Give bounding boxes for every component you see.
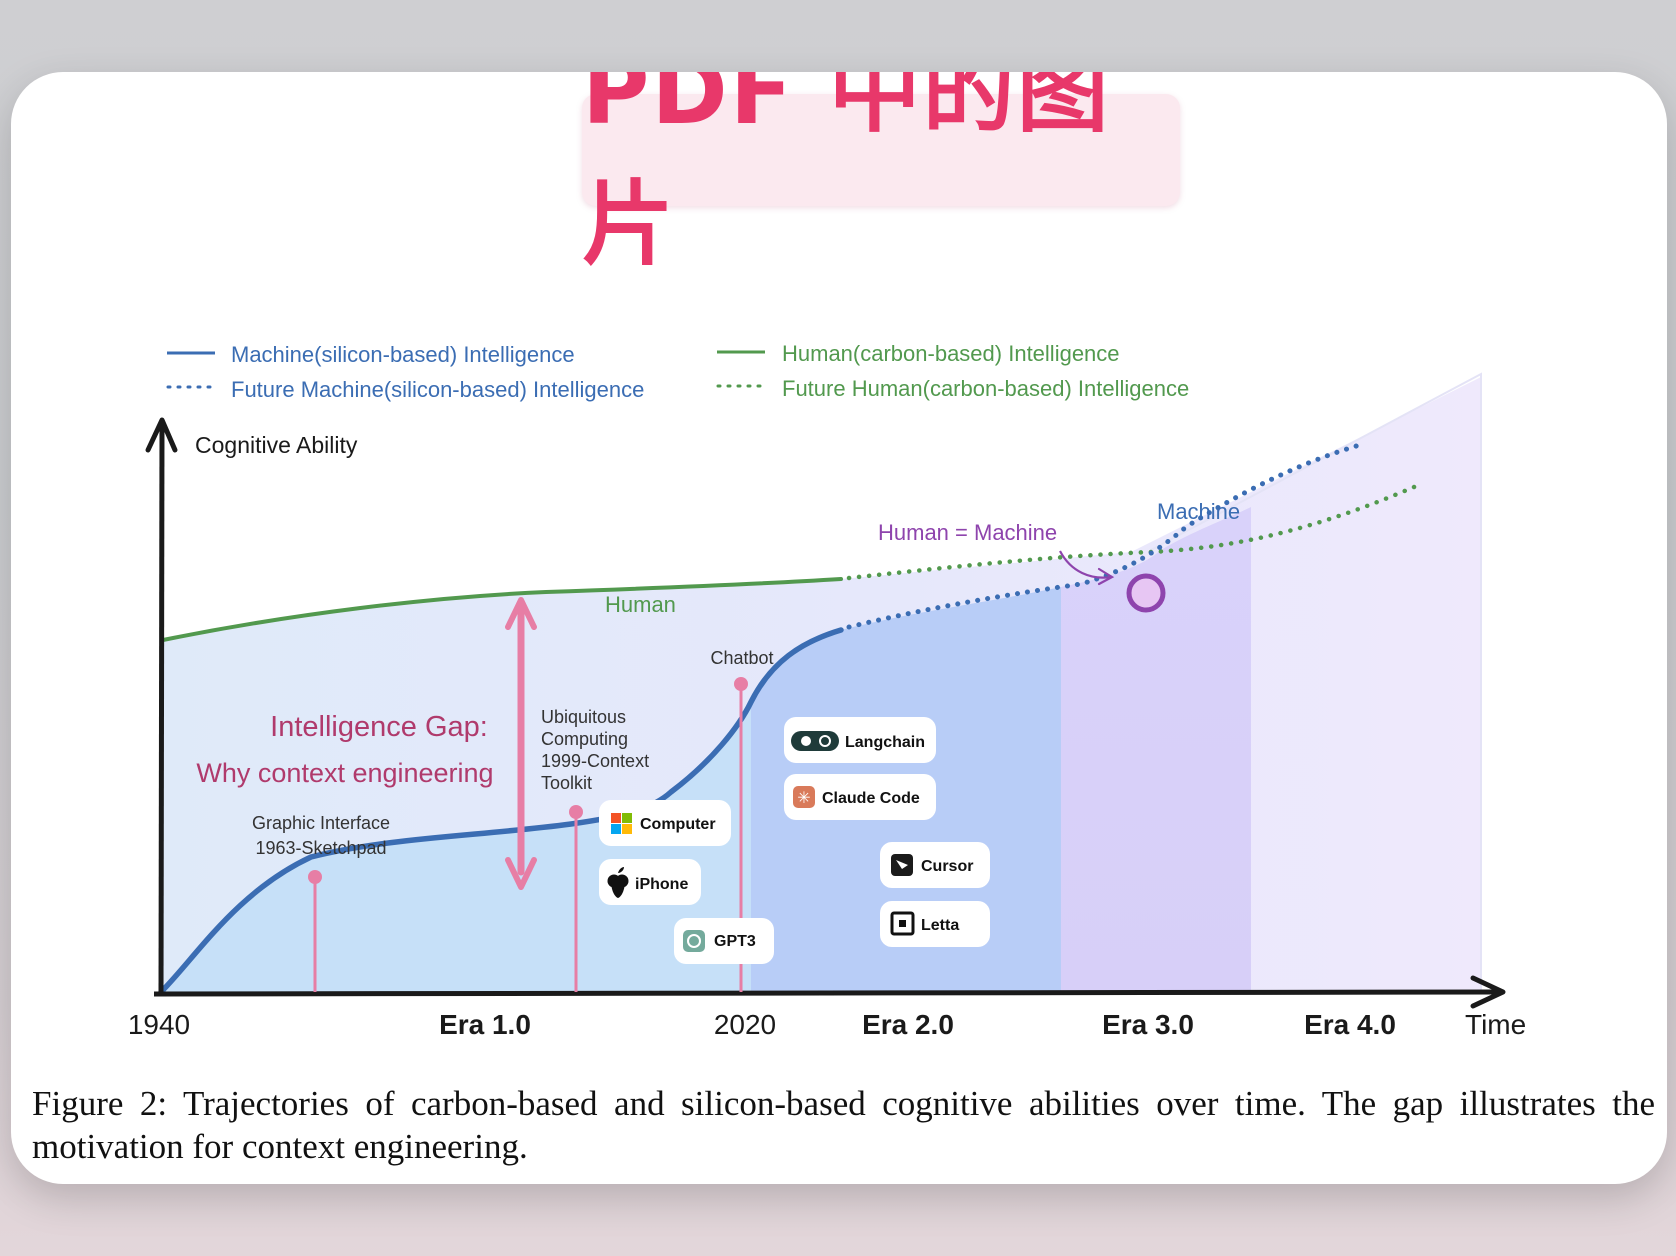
- chip-iphone-label: iPhone: [635, 876, 688, 893]
- chip-langchain: Langchain: [784, 717, 936, 763]
- chip-iphone: iPhone: [599, 859, 701, 905]
- x-tick-era-1: Era 1.0: [439, 1009, 531, 1040]
- chip-cursor: Cursor: [880, 842, 990, 888]
- x-tick-1940: 1940: [128, 1009, 190, 1040]
- machine-future-curve: [846, 441, 1366, 630]
- human-equals-machine-label: Human = Machine: [878, 520, 1057, 545]
- langchain-icon: [791, 731, 839, 751]
- apple-icon: [607, 867, 629, 898]
- chip-gpt3: GPT3: [674, 918, 774, 964]
- context-engineering-diagram: Machine(silicon-based) Intelligence Futu…: [128, 341, 1526, 1040]
- legend-future-human: Future Human(carbon-based) Intelligence: [782, 376, 1189, 401]
- chip-claude-code-label: Claude Code: [822, 790, 920, 807]
- ubiquitous-label-line-2: Computing: [541, 729, 628, 749]
- x-axis-arrow: [1470, 975, 1506, 1009]
- human-label: Human: [605, 592, 676, 617]
- chatbot-label: Chatbot: [710, 648, 773, 668]
- gap-subtitle: Why context engineering: [196, 758, 493, 788]
- chip-computer: Computer: [599, 800, 731, 846]
- figure-caption: Figure 2: Trajectories of carbon-based a…: [32, 1084, 1655, 1166]
- ubiquitous-label-line-1: Ubiquitous: [541, 707, 626, 727]
- legend-machine: Machine(silicon-based) Intelligence: [231, 342, 575, 367]
- human-curve: [161, 577, 843, 642]
- ubiquitous-label-line-4: Toolkit: [541, 773, 592, 793]
- wedge-outline: [1150, 372, 1482, 992]
- chip-letta-label: Letta: [921, 917, 959, 934]
- x-tick-era-4: Era 4.0: [1304, 1009, 1396, 1040]
- openai-icon: [683, 930, 705, 952]
- intersection-pointer-arrow: [1059, 550, 1112, 579]
- pin-ubiquitous-head: [569, 805, 583, 819]
- x-axis: [153, 989, 1500, 997]
- gap-title: Intelligence Gap:: [270, 711, 488, 743]
- chip-computer-label: Computer: [640, 816, 716, 833]
- chip-letta: Letta: [880, 901, 990, 947]
- gap-arrow-top: [505, 597, 537, 630]
- intersection-pointer-head: [1097, 567, 1115, 586]
- pin-chatbot-head: [734, 677, 748, 691]
- pin-graphic-head: [308, 870, 322, 884]
- graphic-label-line-2: 1963-Sketchpad: [255, 838, 386, 858]
- claude-icon: [793, 786, 815, 808]
- gap-arrow-bottom: [505, 857, 537, 890]
- era-3-region: [1061, 507, 1251, 992]
- x-axis-label: Time: [1465, 1009, 1526, 1040]
- chip-cursor-label: Cursor: [921, 858, 973, 875]
- letta-icon: [890, 911, 915, 936]
- figure-card: PDF 中的图片: [11, 72, 1667, 1184]
- machine-curve: [158, 627, 844, 995]
- y-axis-arrow: [145, 417, 178, 453]
- intersection-marker: [1126, 573, 1166, 613]
- era-1-region: [161, 702, 751, 992]
- x-tick-2020: 2020: [714, 1009, 776, 1040]
- x-tick-era-3: Era 3.0: [1102, 1009, 1194, 1040]
- legend-human: Human(carbon-based) Intelligence: [782, 341, 1120, 366]
- windows-icon: [611, 813, 632, 834]
- x-tick-era-2: Era 2.0: [862, 1009, 954, 1040]
- chip-claude-code: ✳ Claude Code: [784, 774, 936, 820]
- chip-langchain-label: Langchain: [845, 734, 925, 751]
- machine-label: Machine: [1157, 499, 1240, 524]
- chip-gpt3-label: GPT3: [714, 933, 756, 950]
- legend-future-machine: Future Machine(silicon-based) Intelligen…: [231, 377, 644, 402]
- y-axis-label: Cognitive Ability: [195, 432, 358, 458]
- ubiquitous-label-line-3: 1999-Context: [541, 751, 649, 771]
- y-axis: [158, 423, 165, 995]
- svg-text:✳: ✳: [797, 788, 810, 807]
- graphic-label-line-1: Graphic Interface: [252, 813, 390, 833]
